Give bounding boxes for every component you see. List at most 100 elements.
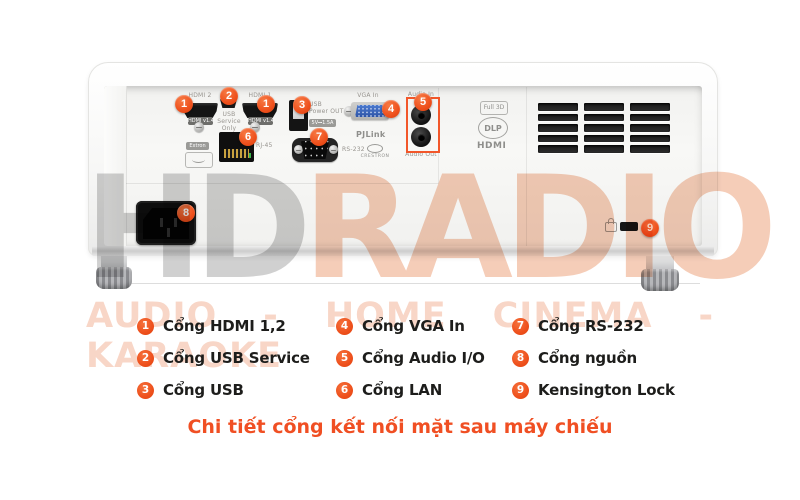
- legend-number-badge: 5: [336, 349, 353, 367]
- legend-item: 1 Cổng HDMI 1,2: [137, 317, 286, 335]
- vent-slot: [630, 103, 670, 111]
- hdmi-version-badge: HDMI v1.4: [248, 117, 274, 125]
- usb-service-line: Service: [217, 118, 241, 125]
- watermark-tagline: AUDIO - HOME CINEMA - KARAOKE: [86, 296, 714, 376]
- vent-slot: [538, 124, 578, 132]
- hdmi2-label: HDMI 2: [188, 92, 212, 99]
- projector-foot-left: [96, 254, 132, 291]
- screw: [250, 122, 260, 132]
- legend-number-badge: 9: [512, 381, 529, 399]
- vent-slot: [630, 134, 670, 143]
- vent-slot: [630, 145, 670, 153]
- legend-item: 3 Cổng USB: [137, 381, 244, 399]
- callout-4-vga: 4: [382, 100, 400, 118]
- foot-stem: [646, 256, 674, 270]
- legend-label: Cổng RS-232: [538, 317, 644, 335]
- watermark-hd: HD: [84, 146, 312, 311]
- pjlink-logo: PJLink: [356, 130, 386, 139]
- projector-foot-right: [641, 256, 679, 292]
- legend-number-badge: 8: [512, 349, 529, 367]
- diagram-caption: Chi tiết cổng kết nối mặt sau máy chiếu: [187, 416, 613, 438]
- usb-service-line: USB: [222, 111, 236, 118]
- certification-mark: [185, 152, 213, 168]
- ground-line: [100, 283, 700, 284]
- legend-label: Cổng LAN: [362, 381, 443, 399]
- full-3d-badge: Full 3D: [480, 101, 508, 115]
- legend-label: Cổng USB Service: [163, 349, 310, 367]
- rear-face-left-ridge: [104, 86, 127, 246]
- rj45-label: RJ-45: [256, 142, 273, 149]
- legend-label: Cổng VGA In: [362, 317, 465, 335]
- projector-rear-panel: HDMI 2 HDMI v1.4 HDMI 1 HDMI v1.4 USB Se…: [88, 62, 718, 256]
- vent-slot: [630, 113, 670, 122]
- kensington-slot: [620, 222, 638, 231]
- usb-service-line: Only: [221, 125, 237, 132]
- vent-slot: [538, 134, 578, 143]
- legend-item: 2 Cổng USB Service: [137, 349, 310, 367]
- legend-number-badge: 6: [336, 381, 353, 399]
- callout-9-kensington: 9: [641, 219, 659, 237]
- screw: [294, 145, 303, 154]
- legend-item: 8 Cổng nguồn: [512, 349, 637, 367]
- crestron-wordmark: CRESTRON: [360, 154, 390, 159]
- base-rim: [92, 246, 714, 256]
- panel-seam: [526, 87, 527, 246]
- legend-item: 4 Cổng VGA In: [336, 317, 465, 335]
- rs232-label: RS-232: [342, 146, 365, 153]
- usb-power-line: USB: [309, 101, 322, 108]
- usb-power-line: Power OUT: [309, 108, 344, 115]
- power-inlet-pins: [160, 218, 163, 227]
- foot-stem: [101, 254, 127, 268]
- vent-slot: [584, 103, 624, 111]
- callout-3-usb: 3: [293, 96, 311, 114]
- crestron-swirl-icon: [367, 144, 383, 153]
- screw: [344, 106, 354, 116]
- vent-slot: [538, 113, 578, 122]
- callout-7-rs232: 7: [310, 128, 328, 146]
- legend-label: Cổng nguồn: [538, 349, 638, 367]
- watermark-brand: HDRADIO: [84, 158, 777, 300]
- hdmi-version-badge: HDMI v1.4: [188, 117, 214, 125]
- legend-number-badge: 1: [137, 317, 154, 335]
- vent-grille: [538, 103, 670, 153]
- dlp-logo: DLP: [478, 117, 508, 139]
- hdmi-logo: HDMI: [477, 141, 507, 151]
- extron-badge: Extron: [186, 142, 209, 150]
- vent-slot: [538, 145, 578, 153]
- vent-slot: [584, 134, 624, 143]
- vent-slot: [584, 124, 624, 132]
- callout-1-hdmi2: 1: [175, 95, 193, 113]
- legend-item: 7 Cổng RS-232: [512, 317, 644, 335]
- screw: [329, 145, 338, 154]
- legend-label: Cổng USB: [163, 381, 244, 399]
- vent-slot: [584, 145, 624, 153]
- legend-number-badge: 7: [512, 317, 529, 335]
- legend-item: 6 Cổng LAN: [336, 381, 442, 399]
- legend-item: 9 Kensington Lock: [512, 381, 675, 399]
- callout-1-hdmi1: 1: [257, 95, 275, 113]
- vent-slot: [630, 124, 670, 132]
- callout-8-power: 8: [177, 204, 195, 222]
- panel-seam: [126, 183, 438, 184]
- usb-power-label: USB Power OUT: [309, 101, 351, 115]
- vent-slot: [538, 103, 578, 111]
- hdmi1-label: HDMI 1: [248, 92, 272, 99]
- watermark-radio: RADIO: [302, 146, 778, 311]
- vga-port: [351, 102, 389, 120]
- screw: [194, 122, 204, 132]
- legend-number-badge: 2: [137, 349, 154, 367]
- foot-knob: [96, 267, 132, 289]
- kensington-lock-icon: [605, 218, 617, 232]
- legend-label: Kensington Lock: [538, 381, 675, 399]
- audio-out-label: Audio Out: [405, 151, 437, 158]
- vent-slot: [584, 113, 624, 122]
- rs232-connector: [300, 141, 330, 159]
- foot-knob: [641, 269, 679, 291]
- callout-5-audio: 5: [414, 93, 432, 111]
- callout-6-lan: 6: [239, 128, 257, 146]
- legend-number-badge: 4: [336, 317, 353, 335]
- callout-2-usb-service: 2: [220, 87, 238, 105]
- legend-item: 5 Cổng Audio I/O: [336, 349, 485, 367]
- legend-label: Cổng Audio I/O: [362, 349, 485, 367]
